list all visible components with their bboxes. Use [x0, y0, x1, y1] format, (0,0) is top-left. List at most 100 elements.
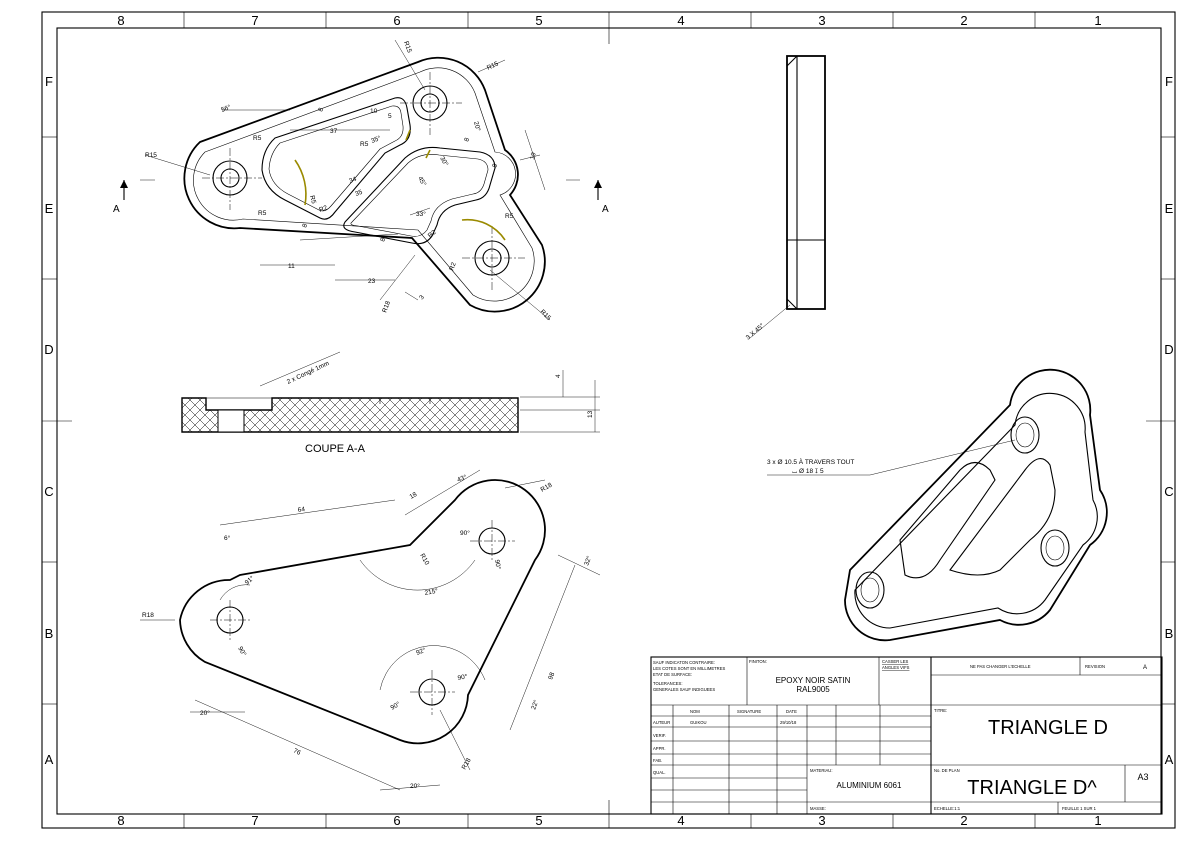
- layout-dim-20-a: 20°: [200, 709, 210, 717]
- section-marker-left: A: [113, 204, 120, 215]
- zone-ticks: [42, 12, 1175, 828]
- outer-border: [41, 11, 1176, 829]
- col-label: 4: [677, 13, 684, 28]
- dim-angle-56: 56°: [220, 103, 232, 114]
- iso-hole-note-2: ⌴ Ø 18 ↧ 5: [792, 468, 824, 475]
- dim-angle-35: 35°: [370, 134, 382, 145]
- dim-r2-c: R2: [427, 229, 438, 240]
- tb-casser-2: ANGLES VIFS: [882, 665, 910, 670]
- layout-dim-43: 43°: [456, 473, 468, 484]
- dim-34: 34: [348, 176, 358, 185]
- layout-dim-r10: R10: [418, 553, 430, 567]
- col-label: 1: [1094, 813, 1101, 828]
- row-label: E: [45, 201, 54, 216]
- dim-r15-top2: R15: [486, 60, 500, 72]
- side-view: 3 X 45°: [744, 55, 826, 342]
- iso-view: 3 x Ø 10.5 À TRAVERS TOUT ⌴ Ø 18 ↧ 5: [767, 368, 1108, 642]
- layout-dim-90-a: 90°: [460, 529, 470, 537]
- tb-no-plan: TRIANGLE D^: [967, 777, 1097, 799]
- tb-note-1: SAUF INDICATON CONTRAIRE:: [653, 660, 715, 665]
- layout-dim-90-c: 90°: [236, 645, 248, 658]
- side-chamfer-label: 3 X 45°: [744, 321, 766, 341]
- row-label: A: [1165, 752, 1174, 767]
- tb-note-4: TOLERANCES:: [653, 681, 682, 686]
- tb-col-signature: SIGNATURE: [737, 709, 761, 714]
- col-label: 5: [535, 13, 542, 28]
- layout-dim-18: 18: [409, 491, 419, 501]
- col-label: 6: [393, 13, 400, 28]
- tb-finition-2: RAL9005: [796, 685, 830, 694]
- dim-23: 23: [368, 278, 376, 285]
- layout-dim-215: 215°: [424, 587, 439, 597]
- tb-revision: A: [1143, 665, 1147, 671]
- row-label: F: [45, 74, 53, 89]
- tb-materiau-label: MATERIAU:: [810, 768, 833, 773]
- section-dim-13: 13: [587, 410, 594, 418]
- col-label: 7: [251, 813, 258, 828]
- dim-35: 35: [354, 189, 364, 198]
- layout-dim-90-d: 90°: [457, 672, 468, 682]
- section-dim-4: 4: [555, 374, 562, 378]
- section-marker-right: A: [602, 204, 609, 215]
- dim-r18: R18: [381, 300, 392, 314]
- tb-col-nom: NOM: [690, 709, 700, 714]
- row-label: E: [1165, 201, 1174, 216]
- row-label: D: [44, 342, 53, 357]
- dim-r5-d: R5: [258, 210, 267, 217]
- row-label: D: [1164, 342, 1173, 357]
- top-view-pocket-lower: [343, 146, 496, 245]
- top-view-pocket-upper: [261, 97, 411, 220]
- dim-8-d: 8: [491, 163, 499, 169]
- zone-labels: 8 7 6 5 4 3 2 1 8 7 6 5 4 3 2 1 F E D C …: [44, 13, 1173, 828]
- col-label: 4: [677, 813, 684, 828]
- tb-note-5: GENERALES SAUF INDIGUEES: [653, 687, 715, 692]
- dim-8-c: 8: [379, 237, 387, 243]
- col-label: 8: [117, 813, 124, 828]
- dim-r5-a: R5: [253, 135, 262, 142]
- tb-feuille: FEUILLE 1 SUR 1: [1062, 806, 1097, 811]
- col-label: 6: [393, 813, 400, 828]
- col-label: 8: [117, 13, 124, 28]
- col-label: 2: [960, 813, 967, 828]
- tb-title: TRIANGLE D: [988, 717, 1108, 739]
- tb-finition-label: FINITON:: [749, 659, 767, 664]
- row-label: F: [1165, 74, 1173, 89]
- title-block: SAUF INDICATON CONTRAIRE: LES COTES SONT…: [650, 656, 1163, 815]
- row-label: C: [1164, 484, 1173, 499]
- tb-echelle: ECHELLE:1:1: [934, 806, 961, 811]
- iso-hole-right: [1040, 529, 1070, 567]
- dim-19: 19: [529, 151, 538, 160]
- dim-angle-20: 20°: [472, 120, 482, 132]
- tb-auteur-date: 29/10/18: [780, 720, 797, 725]
- tb-casser-1: CASSER LES: [882, 659, 909, 664]
- dim-r5-c: R5: [308, 195, 317, 205]
- layout-dim-90-b: 90°: [493, 559, 503, 570]
- tb-row-auteur: AUTEUR: [653, 720, 670, 725]
- dim-r15-left: R15: [145, 152, 157, 159]
- layout-dim-92: 92°: [415, 646, 427, 657]
- dim-r5-b: R5: [360, 141, 369, 148]
- dim-5: 5: [388, 113, 392, 120]
- row-label: B: [45, 626, 54, 641]
- layout-view: 64 18 43° R18 6° R10 90° 90° 91° 215° 32…: [140, 469, 601, 791]
- tb-materiau: ALUMINIUM 6061: [837, 781, 902, 790]
- section-title: COUPE A-A: [305, 443, 366, 455]
- tb-col-date: DATE: [786, 709, 797, 714]
- dim-angle-33: 33°: [416, 210, 426, 218]
- col-label: 3: [818, 13, 825, 28]
- dim-8-e: 8: [463, 137, 471, 143]
- layout-dim-98: 98: [547, 671, 556, 681]
- top-view: A A R15 R15 R15 R15 56° R5 R5 R5 R5 R5 3…: [113, 39, 609, 322]
- dim-r5-e: R5: [505, 213, 514, 220]
- col-label: 2: [960, 13, 967, 28]
- dim-angle-30: 30°: [438, 155, 450, 168]
- layout-dim-r18-bottom: R18: [461, 757, 473, 771]
- top-view-outer-contour: [183, 56, 546, 313]
- layout-dim-90-e: 90°: [389, 700, 402, 712]
- tb-finition-1: EPOXY NOIR SATIN: [776, 676, 851, 685]
- dim-r15-top: R15: [402, 40, 413, 54]
- row-label: C: [44, 484, 53, 499]
- tb-no-plan-label: No. DE PLAN: [934, 768, 960, 773]
- layout-dim-20-b: 20°: [410, 782, 420, 790]
